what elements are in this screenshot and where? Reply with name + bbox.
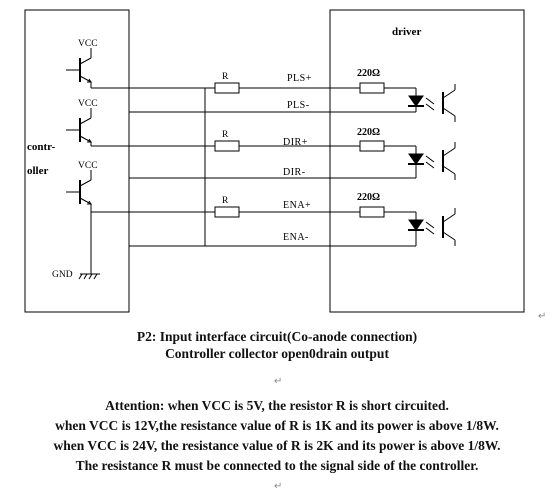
resistor-220-label-2: 220Ω bbox=[357, 127, 380, 138]
interface-circuit-schematic: driver contr- oller VCC VCC VCC GND R R … bbox=[24, 9, 525, 313]
optocoupler-3 bbox=[408, 208, 456, 246]
gnd-label: GND bbox=[52, 270, 73, 280]
caption-line-1: P2: Input interface circuit(Co-anode con… bbox=[136, 329, 418, 344]
return-mark: ↵ bbox=[274, 376, 283, 387]
transistor-1 bbox=[66, 48, 92, 88]
resistor-220-label-1: 220Ω bbox=[357, 68, 380, 79]
vcc-label-1: VCC bbox=[78, 39, 98, 49]
attention-line-4: The resistance R must be connected to th… bbox=[75, 458, 479, 473]
resistor-220-2 bbox=[359, 140, 385, 152]
ground-symbol bbox=[78, 212, 100, 280]
pin-label-pls-plus: PLS+ bbox=[287, 73, 312, 84]
resistor-220-3 bbox=[359, 206, 385, 218]
resistor-r-label-2: R bbox=[222, 130, 229, 140]
transistor-2 bbox=[66, 108, 92, 146]
pin-label-dir-minus: DIR- bbox=[283, 167, 306, 178]
resistor-r-label-3: R bbox=[222, 196, 229, 206]
controller-box bbox=[24, 9, 130, 313]
return-mark: ↵ bbox=[274, 481, 283, 492]
return-mark: ↵ bbox=[538, 311, 547, 322]
resistor-r-label-1: R bbox=[222, 72, 229, 82]
resistor-r-2 bbox=[214, 140, 240, 152]
attention-line-1: Attention: when VCC is 5V, the resistor … bbox=[105, 398, 449, 413]
transistor-3 bbox=[66, 170, 92, 212]
pin-label-ena-plus: ENA+ bbox=[283, 200, 311, 211]
caption-line-2: Controller collector open0drain output bbox=[165, 346, 389, 361]
controller-label-line1: contr- bbox=[27, 141, 56, 153]
optocoupler-1 bbox=[408, 84, 456, 122]
pin-label-dir-plus: DIR+ bbox=[283, 137, 308, 148]
vcc-label-3: VCC bbox=[78, 161, 98, 171]
optocoupler-2 bbox=[408, 142, 456, 180]
pin-label-pls-minus: PLS- bbox=[287, 100, 310, 111]
pin-label-ena-minus: ENA- bbox=[283, 232, 309, 243]
attention-line-3: when VCC is 24V, the resistance value of… bbox=[53, 438, 501, 453]
resistor-220-1 bbox=[359, 82, 385, 94]
attention-line-2: when VCC is 12V,the resistance value of … bbox=[55, 418, 499, 433]
resistor-220-label-3: 220Ω bbox=[357, 192, 380, 203]
driver-box bbox=[329, 9, 525, 313]
driver-label: driver bbox=[392, 26, 421, 38]
vcc-label-2: VCC bbox=[78, 99, 98, 109]
controller-label-line2: oller bbox=[27, 165, 48, 177]
resistor-r-3 bbox=[214, 206, 240, 218]
resistor-r-1 bbox=[214, 82, 240, 94]
